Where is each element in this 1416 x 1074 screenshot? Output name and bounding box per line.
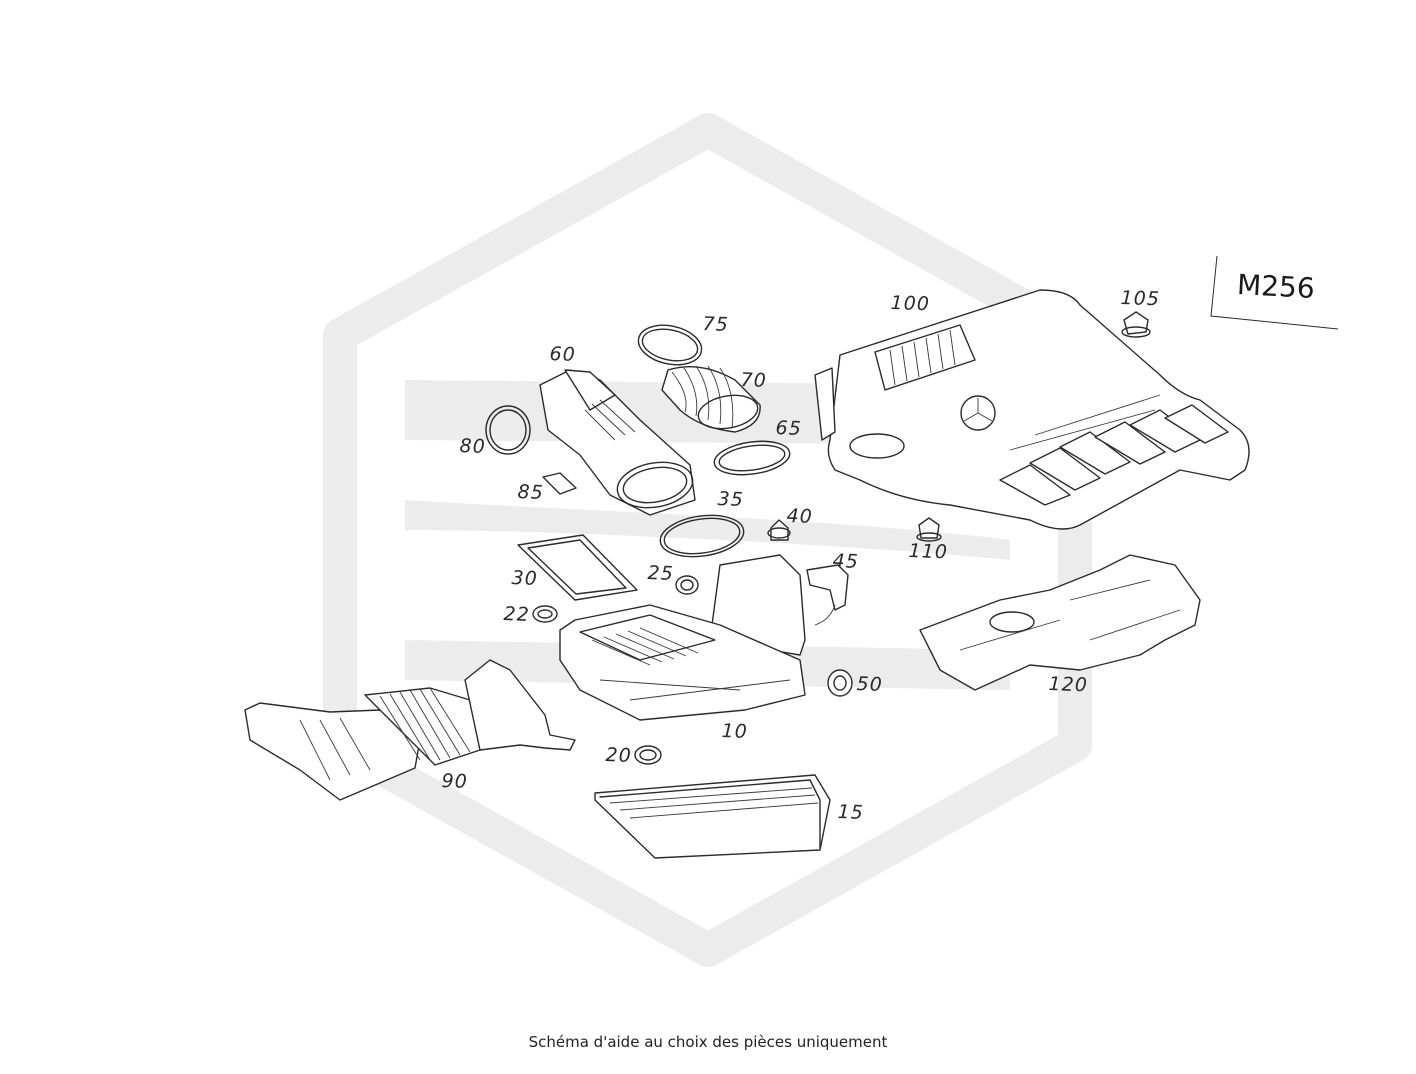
callout-15: 15 (837, 801, 865, 824)
grommet-part-25 (675, 575, 699, 595)
underbody-cover-part-120 (919, 554, 1201, 691)
seal-part-80 (485, 405, 531, 455)
callout-35: 35 (717, 488, 745, 511)
clamp-part-75 (637, 324, 703, 366)
seal-part-65 (713, 440, 791, 476)
pad-part-85 (542, 472, 577, 495)
air-filter-part-15 (594, 774, 831, 859)
callout-22: 22 (503, 603, 531, 626)
seal-part-35 (659, 514, 745, 558)
callout-100: 100 (890, 292, 931, 316)
grommet-part-50 (827, 669, 853, 697)
engine-cover-part-100 (814, 289, 1250, 530)
grommet-part-22 (532, 605, 558, 623)
grommet-part-20 (634, 745, 662, 765)
callout-120: 120 (1048, 673, 1089, 697)
callout-90: 90 (441, 770, 469, 793)
callout-50: 50 (856, 673, 884, 696)
callout-110: 110 (908, 540, 949, 564)
callout-85: 85 (517, 481, 545, 504)
callout-70: 70 (740, 369, 768, 392)
bracket-part-45 (806, 564, 849, 626)
callout-10: 10 (721, 720, 749, 743)
intake-duct-part-60 (539, 369, 696, 516)
callout-30: 30 (511, 567, 539, 590)
callout-105: 105 (1120, 287, 1161, 311)
air-filter-housing-part-10 (559, 554, 806, 721)
clip-part-40 (767, 519, 791, 541)
callout-60: 60 (549, 343, 577, 366)
callout-25: 25 (647, 562, 675, 585)
intake-scoop-part-90 (244, 659, 576, 801)
footer-caption: Schéma d'aide au choix des pièces unique… (528, 1033, 888, 1051)
clip-part-105 (1121, 311, 1151, 338)
hose-part-70 (661, 365, 761, 433)
callout-45: 45 (832, 550, 860, 573)
engine-tag-frame (1210, 255, 1339, 330)
callout-40: 40 (786, 505, 814, 528)
gasket-part-30 (517, 534, 638, 601)
callout-65: 65 (775, 417, 803, 440)
callout-20: 20 (605, 744, 633, 767)
callout-80: 80 (459, 435, 487, 458)
callout-75: 75 (702, 313, 730, 336)
clip-part-110 (916, 517, 942, 542)
engine-code-label: M256 (1236, 268, 1316, 306)
